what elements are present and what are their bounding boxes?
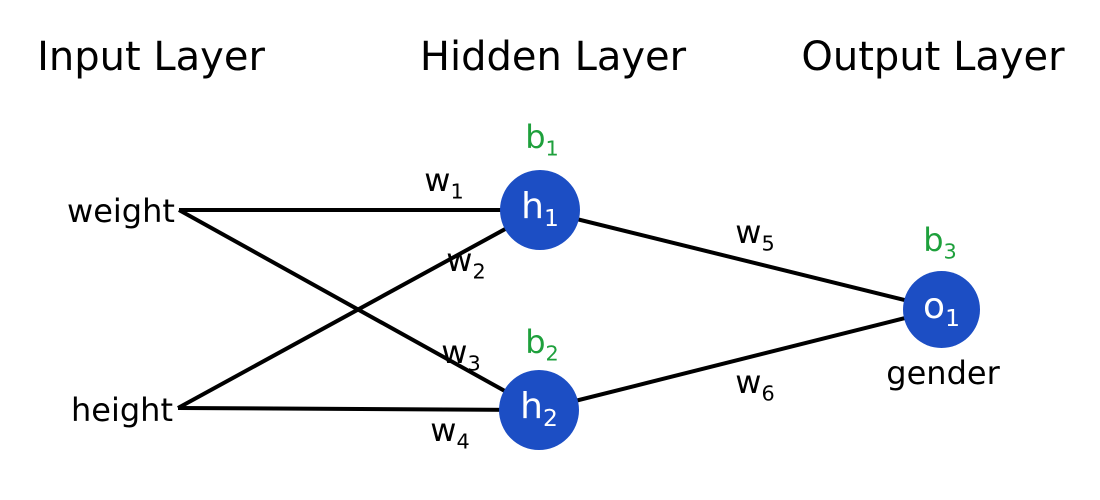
h1-base: h <box>521 186 544 228</box>
hidden-layer-header: Hidden Layer <box>419 34 687 80</box>
bias-label-b3: b3 <box>923 224 957 262</box>
hidden-node-h1-label: h1 <box>521 189 559 231</box>
h1-sub: 1 <box>543 204 559 233</box>
input-node-weight: weight <box>67 192 175 230</box>
output-layer-header: Output Layer <box>801 34 1065 80</box>
w5-base: w <box>735 212 762 251</box>
w1-sub: 1 <box>450 179 464 204</box>
weight-label-w6: w6 <box>735 366 774 404</box>
weight-label-w3: w3 <box>441 336 480 374</box>
h2-base: h <box>520 386 543 428</box>
input-layer-header: Input Layer <box>37 34 265 80</box>
bias-b1-sub: 1 <box>545 136 559 161</box>
output-caption-gender: gender <box>886 354 1000 392</box>
o1-sub: 1 <box>945 303 960 332</box>
bias-b2-base: b <box>525 322 546 361</box>
input-node-height: height <box>71 391 173 429</box>
w3-sub: 3 <box>467 351 481 376</box>
bias-label-b1: b1 <box>525 121 559 159</box>
bias-b3-base: b <box>923 220 944 259</box>
weight-label-w5: w5 <box>735 216 774 254</box>
w2-base: w <box>446 240 473 279</box>
bias-b2-sub: 2 <box>545 341 559 366</box>
hidden-node-h1: h1 <box>500 170 580 250</box>
weight-label-w1: w1 <box>424 164 463 202</box>
w6-sub: 6 <box>761 381 775 406</box>
edge-height-h2 <box>177 406 540 412</box>
w3-base: w <box>441 332 468 371</box>
hidden-node-h2-label: h2 <box>520 389 558 431</box>
bias-b3-sub: 3 <box>943 239 957 264</box>
output-node-o1: o1 <box>903 271 980 348</box>
o1-base: o <box>923 285 946 327</box>
bias-b1-base: b <box>525 117 546 156</box>
w1-base: w <box>424 160 451 199</box>
w5-sub: 5 <box>761 231 775 256</box>
w4-sub: 4 <box>456 429 470 454</box>
bias-label-b2: b2 <box>525 326 559 364</box>
hidden-node-h2: h2 <box>499 370 579 450</box>
weight-label-w2: w2 <box>446 244 485 282</box>
edge-h2-o1 <box>538 307 942 412</box>
edge-h1-o1 <box>539 208 942 311</box>
w6-base: w <box>735 362 762 401</box>
edge-height-h1 <box>177 208 541 410</box>
w4-base: w <box>430 410 457 449</box>
w2-sub: 2 <box>472 259 486 284</box>
output-node-o1-label: o1 <box>923 285 960 332</box>
weight-label-w4: w4 <box>430 414 469 452</box>
h2-sub: 2 <box>542 404 558 433</box>
